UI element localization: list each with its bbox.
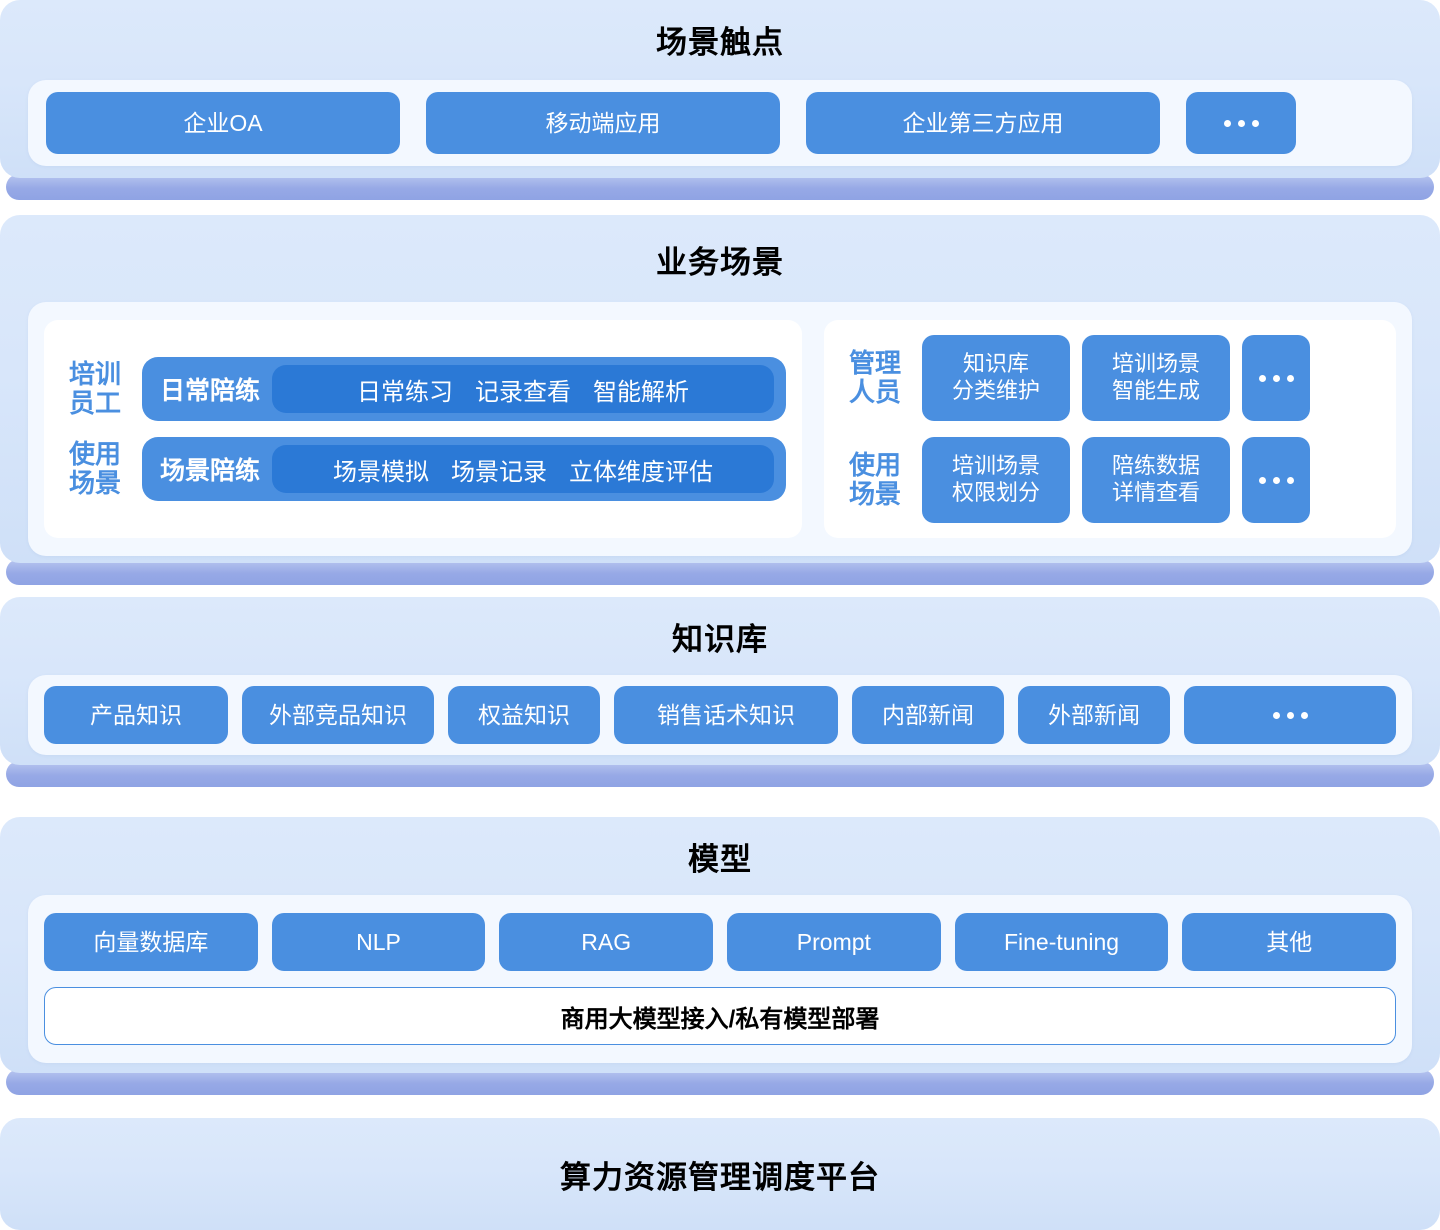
kb-item-internal-news[interactable]: 内部新闻 bbox=[852, 686, 1004, 744]
model-item-fine-tuning[interactable]: Fine-tuning bbox=[954, 913, 1169, 971]
model-item-rag[interactable]: RAG bbox=[499, 913, 714, 971]
tag-smart-analysis[interactable]: 智能解析 bbox=[593, 378, 689, 406]
model-title: 模型 bbox=[688, 842, 752, 877]
business-right-row-admin: 管理 人员 知识库 分类维护 培训场景 智能生成 bbox=[840, 335, 1380, 421]
model-item-prompt[interactable]: Prompt bbox=[727, 913, 941, 971]
touchpoint-more-button[interactable] bbox=[1186, 92, 1296, 154]
kb-item-product[interactable]: 产品知识 bbox=[44, 686, 228, 744]
touchpoints-panel: 企业OA 移动端应用 企业第三方应用 bbox=[28, 80, 1412, 166]
layer-knowledge-base: 知识库 产品知识 外部竞品知识 权益知识 销售话术知识 内部新闻 外部新闻 bbox=[0, 597, 1440, 787]
business-scenarios-title: 业务场景 bbox=[656, 245, 784, 280]
tag-daily-practice[interactable]: 日常练习 bbox=[357, 378, 453, 406]
model-deployment-box[interactable]: 商用大模型接入/私有模型部署 bbox=[44, 987, 1396, 1045]
model-panel: 向量数据库 NLP RAG Prompt Fine-tuning 其他 商用大模… bbox=[28, 895, 1412, 1063]
ellipsis-icon bbox=[1258, 476, 1294, 484]
admin-more-button[interactable] bbox=[1242, 335, 1310, 421]
admin-buttons: 知识库 分类维护 培训场景 智能生成 bbox=[922, 335, 1380, 421]
usage-buttons: 培训场景 权限划分 陪练数据 详情查看 bbox=[922, 437, 1380, 523]
touchpoints-title: 场景触点 bbox=[656, 25, 784, 60]
touchpoint-item-thirdparty[interactable]: 企业第三方应用 bbox=[806, 92, 1160, 154]
daily-coaching-pill[interactable]: 日常陪练 日常练习 记录查看 智能解析 bbox=[142, 357, 786, 421]
model-item-vector-db[interactable]: 向量数据库 bbox=[44, 913, 258, 971]
kb-item-competitor[interactable]: 外部竞品知识 bbox=[242, 686, 434, 744]
kb-item-external-news[interactable]: 外部新闻 bbox=[1018, 686, 1170, 744]
usage-more-button[interactable] bbox=[1242, 437, 1310, 523]
kb-more-button[interactable] bbox=[1184, 686, 1396, 744]
business-scenarios-panel: 培训 员工 日常陪练 日常练习 记录查看 智能解析 使用 场景 bbox=[28, 302, 1412, 556]
usage-training-permission-division[interactable]: 培训场景 权限划分 bbox=[922, 437, 1070, 523]
layer-shadow-band bbox=[6, 174, 1434, 200]
layer-touchpoints: 场景触点 企业OA 移动端应用 企业第三方应用 bbox=[0, 0, 1440, 200]
ellipsis-icon bbox=[1258, 374, 1294, 382]
ellipsis-icon bbox=[1272, 711, 1308, 719]
compute-platform-title: 算力资源管理调度平台 bbox=[560, 1159, 880, 1195]
admin-kb-category-maintenance[interactable]: 知识库 分类维护 bbox=[922, 335, 1070, 421]
layer-compute-platform: 算力资源管理调度平台 bbox=[0, 1118, 1440, 1230]
layer-business-scenarios: 业务场景 培训 员工 日常陪练 日常练习 记录查看 智能解析 bbox=[0, 215, 1440, 585]
admin-training-scenario-generation[interactable]: 培训场景 智能生成 bbox=[1082, 335, 1230, 421]
layer-card: 知识库 产品知识 外部竞品知识 权益知识 销售话术知识 内部新闻 外部新闻 bbox=[0, 597, 1440, 765]
layer-shadow-band bbox=[6, 761, 1434, 787]
business-right-subpanel: 管理 人员 知识库 分类维护 培训场景 智能生成 使用 场景 培训场景 权限 bbox=[824, 320, 1396, 538]
pill-lead-label: 场景陪练 bbox=[160, 457, 261, 485]
layer-card: 场景触点 企业OA 移动端应用 企业第三方应用 bbox=[0, 0, 1440, 178]
scenario-coaching-tags: 场景模拟 场景记录 立体维度评估 bbox=[272, 445, 774, 493]
touchpoint-item-oa[interactable]: 企业OA bbox=[46, 92, 400, 154]
layer-model: 模型 向量数据库 NLP RAG Prompt Fine-tuning 其他 商… bbox=[0, 817, 1440, 1095]
business-left-row-usage: 使用 场景 场景陪练 场景模拟 场景记录 立体维度评估 bbox=[60, 437, 786, 501]
layer-card: 算力资源管理调度平台 bbox=[0, 1118, 1440, 1230]
touchpoint-item-mobile[interactable]: 移动端应用 bbox=[426, 92, 780, 154]
model-item-nlp[interactable]: NLP bbox=[271, 913, 486, 971]
tag-record-view[interactable]: 记录查看 bbox=[475, 378, 571, 406]
scenario-coaching-pill[interactable]: 场景陪练 场景模拟 场景记录 立体维度评估 bbox=[142, 437, 786, 501]
layer-card: 业务场景 培训 员工 日常陪练 日常练习 记录查看 智能解析 bbox=[0, 215, 1440, 563]
model-item-other[interactable]: 其他 bbox=[1182, 913, 1397, 971]
row-label-usage-scenario: 使用 场景 bbox=[848, 449, 901, 509]
tag-scenario-record[interactable]: 场景记录 bbox=[451, 458, 547, 486]
tag-scenario-simulation[interactable]: 场景模拟 bbox=[333, 458, 429, 486]
knowledge-base-panel: 产品知识 外部竞品知识 权益知识 销售话术知识 内部新闻 外部新闻 bbox=[28, 675, 1412, 755]
layer-shadow-band bbox=[6, 1069, 1434, 1095]
tag-multidimensional-evaluation[interactable]: 立体维度评估 bbox=[569, 458, 713, 486]
usage-coaching-data-detail[interactable]: 陪练数据 详情查看 bbox=[1082, 437, 1230, 523]
business-left-subpanel: 培训 员工 日常陪练 日常练习 记录查看 智能解析 使用 场景 bbox=[44, 320, 802, 538]
kb-item-sales-script[interactable]: 销售话术知识 bbox=[614, 686, 838, 744]
row-label-usage-scenario: 使用 场景 bbox=[68, 438, 121, 498]
row-label-training-staff: 培训 员工 bbox=[68, 358, 121, 418]
business-left-row-training: 培训 员工 日常陪练 日常练习 记录查看 智能解析 bbox=[60, 357, 786, 421]
kb-item-benefits[interactable]: 权益知识 bbox=[448, 686, 600, 744]
layer-shadow-band bbox=[6, 559, 1434, 585]
ellipsis-icon bbox=[1223, 119, 1259, 127]
business-right-row-usage: 使用 场景 培训场景 权限划分 陪练数据 详情查看 bbox=[840, 437, 1380, 523]
knowledge-base-title: 知识库 bbox=[672, 622, 768, 657]
daily-coaching-tags: 日常练习 记录查看 智能解析 bbox=[272, 365, 774, 413]
layer-card: 模型 向量数据库 NLP RAG Prompt Fine-tuning 其他 商… bbox=[0, 817, 1440, 1073]
pill-lead-label: 日常陪练 bbox=[160, 377, 261, 405]
model-tech-row: 向量数据库 NLP RAG Prompt Fine-tuning 其他 bbox=[44, 913, 1397, 971]
row-label-admin-staff: 管理 人员 bbox=[848, 347, 901, 407]
